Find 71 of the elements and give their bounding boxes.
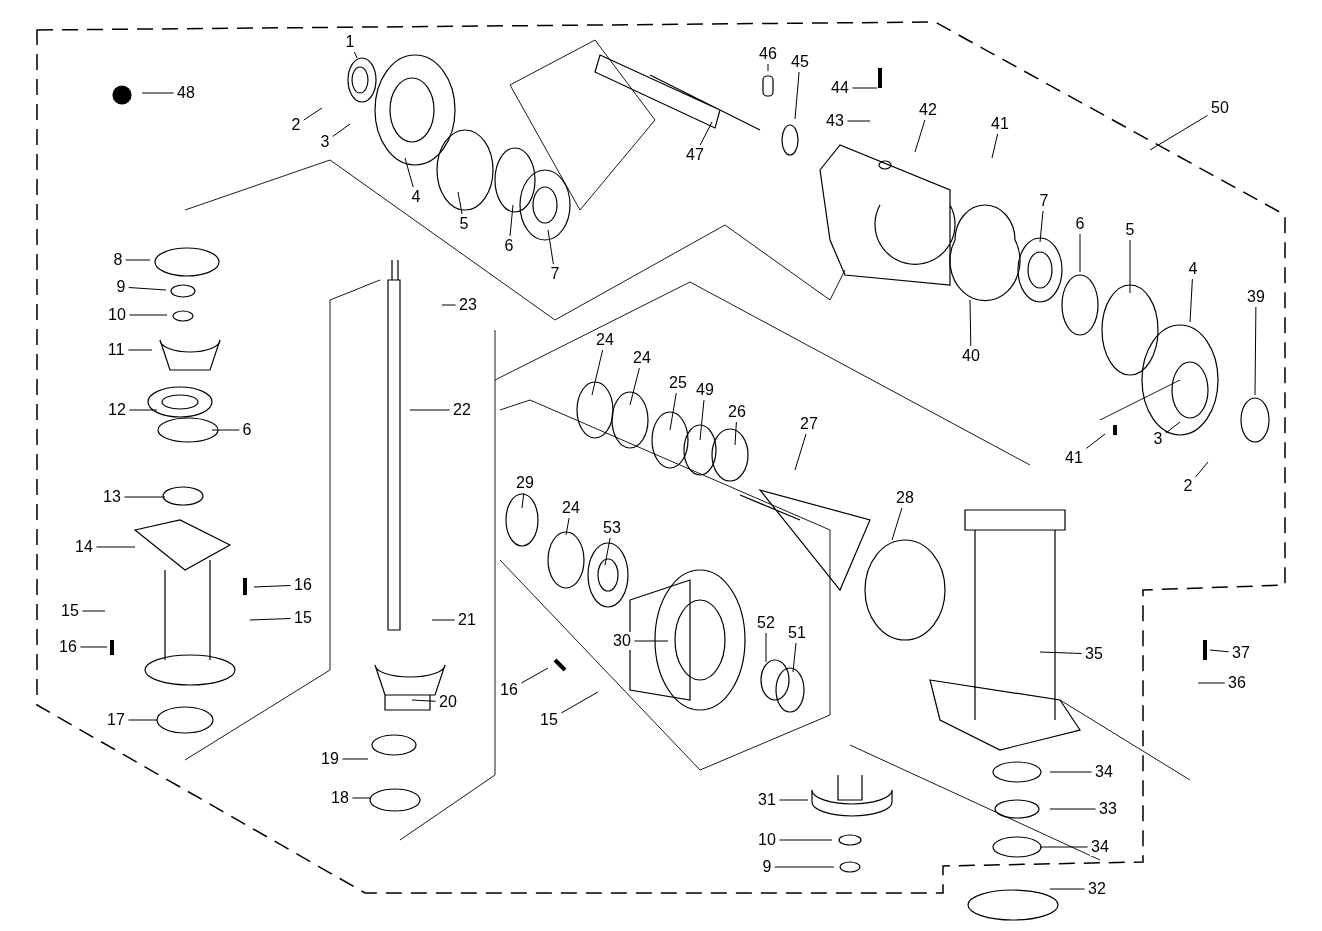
leader-line (591, 349, 604, 396)
leader-line (633, 640, 669, 642)
leader-line (1209, 649, 1230, 653)
leader-line (79, 646, 108, 648)
leader-line (123, 496, 166, 498)
leader-line (127, 349, 153, 351)
leader-line (969, 299, 972, 347)
leader-line (629, 367, 640, 406)
leader-line (778, 799, 809, 801)
leader-line (141, 92, 175, 94)
leader-line (341, 758, 369, 760)
leader-line (332, 123, 351, 137)
leader-line (1149, 114, 1209, 151)
leader-line (765, 632, 767, 663)
leader-line (774, 866, 835, 868)
callout-number: 34 (1090, 838, 1110, 856)
leader-line (1039, 210, 1044, 243)
leader-line (1254, 306, 1257, 396)
leader-line (699, 121, 713, 146)
leader-line (520, 667, 549, 684)
leader-line (991, 133, 999, 159)
leader-line (457, 191, 463, 215)
leader-line (734, 421, 737, 446)
leader-line (1039, 651, 1083, 654)
leader-line (699, 399, 705, 441)
leader-line (95, 546, 136, 548)
leader-line (1189, 278, 1193, 323)
leader-line (1049, 808, 1097, 810)
leader-line (353, 51, 358, 59)
leader-line (792, 642, 797, 673)
leader-line (565, 517, 570, 536)
leader-line (794, 71, 800, 120)
leader-line (509, 204, 514, 237)
leader-line (128, 409, 158, 411)
leader-line (846, 120, 871, 122)
leader-line (1195, 461, 1209, 478)
leader-line (211, 429, 240, 431)
leader-line (404, 157, 414, 188)
leader-line (409, 409, 451, 411)
leader-line (1085, 433, 1106, 449)
leader-line (1197, 682, 1226, 684)
leader-line (547, 229, 554, 265)
leader-line (81, 610, 106, 612)
callout-number: 30 (612, 632, 632, 650)
leader-line (351, 797, 371, 799)
leader-line (891, 507, 903, 541)
leader-line (249, 618, 292, 621)
leader-line (1129, 239, 1131, 294)
leader-line (914, 119, 926, 153)
leader-line (1049, 888, 1086, 890)
leader-line (128, 287, 167, 291)
leader-line (127, 719, 158, 721)
leader-line (411, 699, 437, 702)
leader-line (125, 259, 151, 261)
leader-line (128, 314, 168, 316)
leader-line (521, 492, 525, 509)
leader-line (851, 87, 878, 89)
leader-line (604, 537, 611, 566)
leader-line (303, 107, 323, 121)
leader-line (1049, 771, 1093, 773)
leader-line (1079, 233, 1081, 273)
leader-line (794, 433, 807, 471)
leader-line (767, 63, 769, 72)
leader-line (441, 304, 457, 306)
leader-line (431, 619, 456, 621)
leader-line (1039, 846, 1089, 848)
leader-line (778, 839, 833, 841)
leader-line (560, 691, 599, 714)
leader-line (253, 585, 292, 588)
leader-line (1165, 421, 1181, 434)
leader-line (669, 392, 677, 431)
